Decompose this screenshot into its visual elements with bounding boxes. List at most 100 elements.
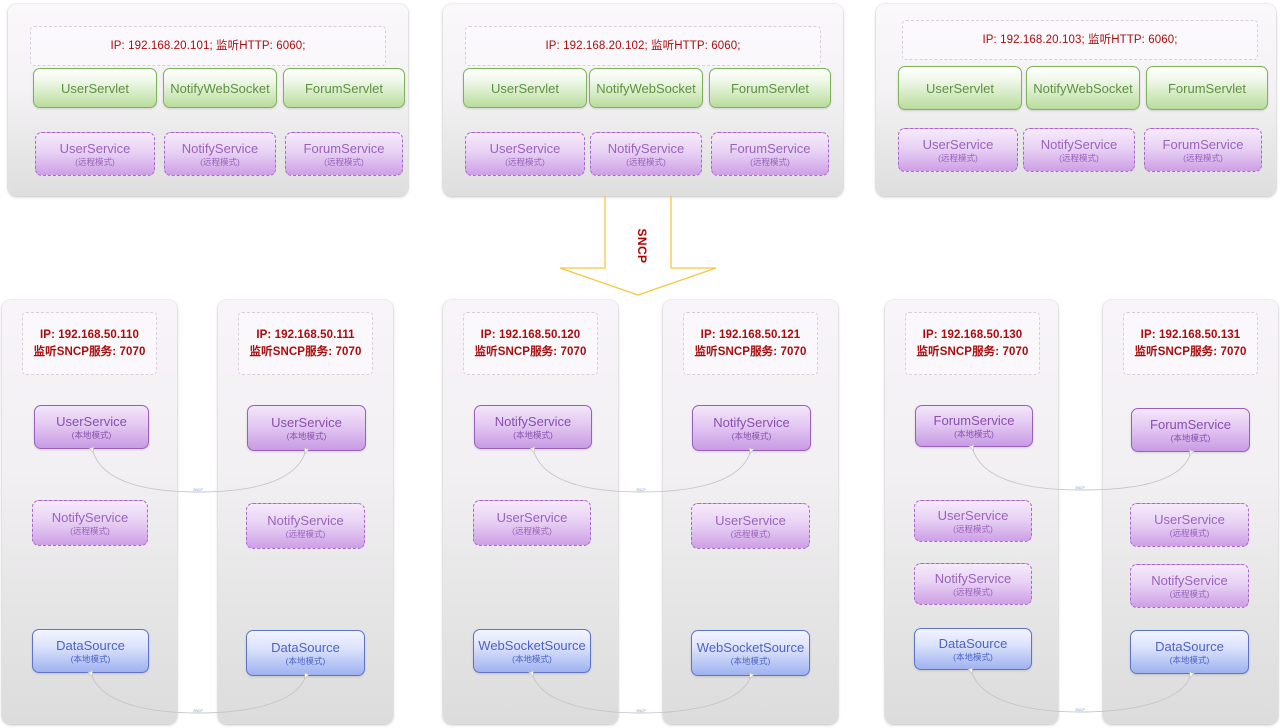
service-name: ForumService bbox=[303, 140, 385, 156]
component-box[interactable]: WebSocketSource (本地模式) bbox=[473, 629, 591, 673]
service-mode: (远程模式) bbox=[626, 156, 666, 167]
service-mode: (远程模式) bbox=[1059, 152, 1099, 163]
component-name: UserService bbox=[715, 512, 786, 528]
component-name: NotifyService bbox=[1151, 572, 1228, 588]
service-box[interactable]: NotifyService (远程模式) bbox=[164, 132, 276, 176]
node-ip-text: IP: 192.168.20.102; 监听HTTP: 6060; bbox=[545, 39, 741, 52]
node-port-text: 监听SNCP服务: 7070 bbox=[474, 345, 587, 358]
component-box[interactable]: UserService (远程模式) bbox=[1130, 503, 1249, 547]
servlet-box[interactable]: NotifyWebSocket bbox=[163, 68, 277, 108]
service-mode: (远程模式) bbox=[1183, 152, 1223, 163]
component-box[interactable]: NotifyService (远程模式) bbox=[914, 563, 1032, 605]
component-mode: (本地模式) bbox=[730, 655, 771, 666]
component-mode: (远程模式) bbox=[953, 586, 993, 597]
component-box[interactable]: UserService (本地模式) bbox=[34, 405, 149, 449]
service-name: UserService bbox=[489, 140, 561, 156]
component-mode: (远程模式) bbox=[953, 523, 993, 534]
component-box[interactable]: UserService (远程模式) bbox=[691, 503, 810, 549]
service-node-panel: IP: 192.168.50.131 监听SNCP服务: 7070 ForumS… bbox=[1103, 300, 1278, 724]
component-mode: (本地模式) bbox=[1170, 432, 1211, 443]
component-mode: (本地模式) bbox=[70, 653, 111, 664]
service-box[interactable]: UserService (远程模式) bbox=[898, 128, 1018, 172]
component-box[interactable]: DataSource (本地模式) bbox=[1130, 630, 1249, 674]
node-port-text: 监听SNCP服务: 7070 bbox=[1134, 345, 1247, 358]
component-name: NotifyService bbox=[494, 413, 572, 429]
component-box[interactable]: NotifyService (本地模式) bbox=[474, 405, 592, 449]
component-box[interactable]: DataSource (本地模式) bbox=[914, 628, 1032, 670]
link-label: SNCP bbox=[193, 488, 203, 492]
component-box[interactable]: ForumService (本地模式) bbox=[1131, 408, 1250, 452]
component-box[interactable]: DataSource (本地模式) bbox=[246, 630, 365, 676]
servlet-label: UserServlet bbox=[926, 80, 994, 96]
servlet-box[interactable]: ForumServlet bbox=[283, 68, 405, 108]
component-box[interactable]: UserService (远程模式) bbox=[473, 500, 591, 546]
servlet-label: NotifyWebSocket bbox=[170, 80, 270, 96]
service-box[interactable]: NotifyService (远程模式) bbox=[1023, 128, 1135, 172]
component-box[interactable]: NotifyService (本地模式) bbox=[692, 405, 811, 451]
servlet-label: UserServlet bbox=[61, 80, 129, 96]
component-mode: (本地模式) bbox=[954, 428, 994, 439]
service-box[interactable]: ForumService (远程模式) bbox=[285, 132, 403, 176]
service-box[interactable]: NotifyService (远程模式) bbox=[590, 132, 702, 176]
service-node-panel: IP: 192.168.50.110 监听SNCP服务: 7070 UserSe… bbox=[2, 300, 177, 724]
servlet-box[interactable]: UserServlet bbox=[463, 68, 587, 108]
service-box[interactable]: ForumService (远程模式) bbox=[1144, 128, 1262, 172]
component-name: UserService bbox=[56, 413, 127, 429]
component-box[interactable]: NotifyService (远程模式) bbox=[32, 500, 148, 546]
component-mode: (本地模式) bbox=[1169, 654, 1210, 665]
service-box[interactable]: UserService (远程模式) bbox=[465, 132, 585, 176]
node-port-text: 监听SNCP服务: 7070 bbox=[694, 345, 807, 358]
service-name: NotifyService bbox=[607, 140, 685, 156]
node-ip-text: IP: 192.168.50.131 bbox=[1140, 328, 1241, 341]
node-port-text: 监听SNCP服务: 7070 bbox=[249, 345, 362, 358]
node-ip-header: IP: 192.168.50.111 监听SNCP服务: 7070 bbox=[238, 312, 373, 375]
servlet-box[interactable]: ForumServlet bbox=[1146, 66, 1268, 110]
service-name: NotifyService bbox=[181, 140, 259, 156]
component-name: NotifyService bbox=[713, 414, 790, 430]
service-node-panel: IP: 192.168.50.111 监听SNCP服务: 7070 UserSe… bbox=[218, 300, 393, 724]
node-ip-text: IP: 192.168.50.120 bbox=[480, 328, 581, 341]
node-ip-header: IP: 192.168.20.102; 监听HTTP: 6060; bbox=[465, 26, 821, 66]
servlet-box[interactable]: UserServlet bbox=[898, 66, 1022, 110]
component-mode: (远程模式) bbox=[1169, 588, 1210, 599]
node-ip-text: IP: 192.168.50.110 bbox=[40, 328, 139, 341]
component-mode: (远程模式) bbox=[730, 528, 771, 539]
service-mode: (远程模式) bbox=[938, 152, 978, 163]
node-ip-text: IP: 192.168.50.130 bbox=[922, 328, 1023, 341]
web-node-panel: IP: 192.168.20.101; 监听HTTP: 6060; UserSe… bbox=[8, 4, 408, 196]
service-mode: (远程模式) bbox=[324, 156, 364, 167]
service-mode: (远程模式) bbox=[750, 156, 790, 167]
servlet-label: NotifyWebSocket bbox=[1033, 80, 1133, 96]
servlet-box[interactable]: ForumServlet bbox=[709, 68, 831, 108]
servlet-box[interactable]: NotifyWebSocket bbox=[589, 68, 703, 108]
component-mode: (本地模式) bbox=[513, 429, 553, 440]
servlet-label: UserServlet bbox=[491, 80, 559, 96]
component-box[interactable]: UserService (本地模式) bbox=[247, 405, 366, 451]
component-name: ForumService bbox=[1150, 416, 1231, 432]
service-node-panel: IP: 192.168.50.121 监听SNCP服务: 7070 Notify… bbox=[663, 300, 838, 724]
service-mode: (远程模式) bbox=[505, 156, 545, 167]
component-box[interactable]: UserService (远程模式) bbox=[914, 500, 1032, 542]
component-name: WebSocketSource bbox=[478, 637, 586, 653]
component-box[interactable]: ForumService (本地模式) bbox=[915, 405, 1033, 447]
link-label: SNCP bbox=[636, 488, 646, 492]
node-ip-header: IP: 192.168.50.120 监听SNCP服务: 7070 bbox=[463, 312, 598, 375]
service-box[interactable]: ForumService (远程模式) bbox=[711, 132, 829, 176]
node-ip-text: IP: 192.168.20.101; 监听HTTP: 6060; bbox=[110, 39, 306, 52]
component-mode: (本地模式) bbox=[286, 430, 327, 441]
component-box[interactable]: WebSocketSource (本地模式) bbox=[691, 630, 810, 676]
component-name: NotifyService bbox=[267, 512, 344, 528]
node-port-text: 监听SNCP服务: 7070 bbox=[33, 345, 146, 358]
service-box[interactable]: UserService (远程模式) bbox=[35, 132, 155, 176]
component-mode: (本地模式) bbox=[71, 429, 112, 440]
link-label: SNCP bbox=[1075, 708, 1085, 712]
service-name: NotifyService bbox=[1040, 136, 1118, 152]
component-name: ForumService bbox=[933, 412, 1015, 428]
servlet-box[interactable]: NotifyWebSocket bbox=[1026, 66, 1140, 110]
component-box[interactable]: DataSource (本地模式) bbox=[32, 629, 149, 673]
component-box[interactable]: NotifyService (远程模式) bbox=[1130, 564, 1249, 608]
component-mode: (本地模式) bbox=[731, 430, 772, 441]
component-box[interactable]: NotifyService (远程模式) bbox=[246, 503, 365, 549]
servlet-box[interactable]: UserServlet bbox=[33, 68, 157, 108]
